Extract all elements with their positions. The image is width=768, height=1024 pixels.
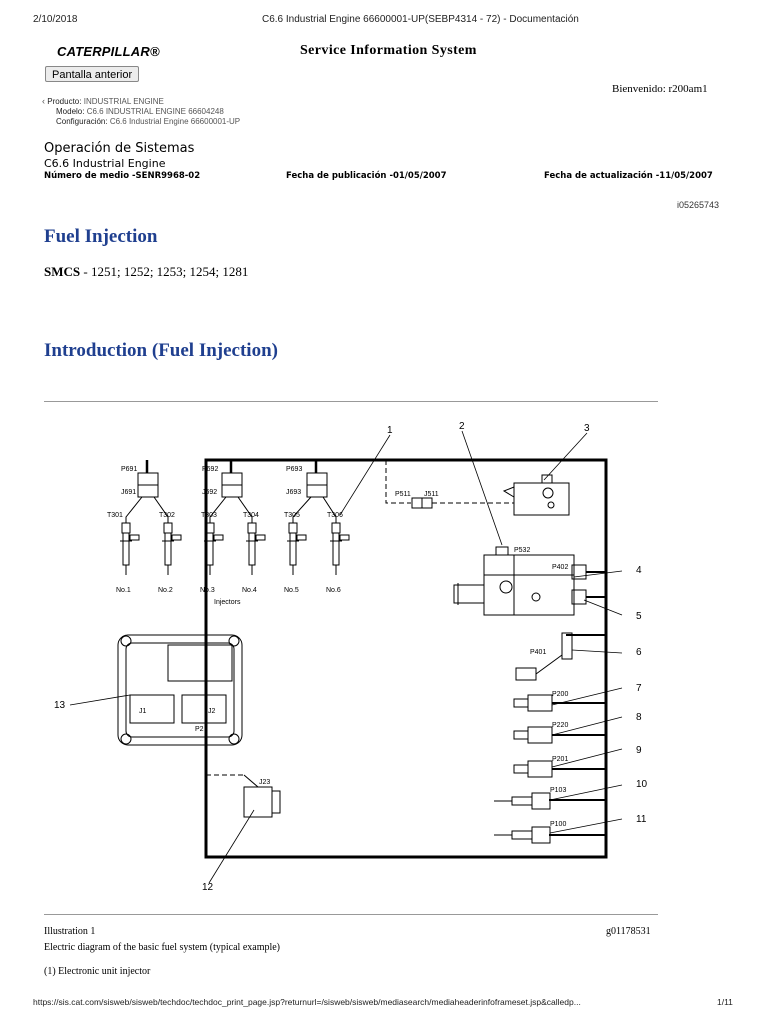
label-p511: P511	[395, 491, 411, 498]
breadcrumb-config: Configuración: C6.6 Industrial Engine 66…	[42, 117, 240, 127]
section-title: Operación de Sistemas	[44, 141, 195, 156]
print-date: 2/10/2018	[33, 14, 78, 25]
product-label: Producto:	[47, 97, 82, 106]
label-p2: P2	[195, 726, 204, 733]
intro-title: Introduction (Fuel Injection)	[44, 340, 278, 361]
model-value: C6.6 INDUSTRIAL ENGINE 66604248	[86, 107, 224, 116]
label-t305: T305	[284, 512, 300, 519]
label-t306: T306	[327, 512, 343, 519]
label-j691: J691	[121, 489, 136, 496]
label-j1: J1	[139, 708, 147, 715]
fuel-system-wiring-diagram: P691 J691 P692 J692 P693 J693 P511 J511 …	[54, 421, 648, 893]
chevron-left-icon: ‹	[42, 96, 45, 106]
callout-13: 13	[54, 700, 66, 711]
label-injectors: Injectors	[214, 599, 241, 606]
publication-date: Fecha de publicación -01/05/2007	[286, 171, 447, 181]
smcs-label: SMCS	[44, 264, 81, 279]
divider-bottom	[44, 914, 658, 915]
system-title: Service Information System	[300, 43, 477, 58]
label-t303: T303	[201, 512, 217, 519]
label-p402: P402	[552, 564, 568, 571]
sensor-3	[502, 474, 570, 516]
label-p532: P532	[514, 547, 530, 554]
callout-10: 10	[636, 779, 648, 790]
document-id: i05265743	[677, 200, 720, 210]
label-j23: J23	[259, 779, 270, 786]
page-title: Fuel Injection	[44, 226, 158, 247]
engine-name: C6.6 Industrial Engine	[44, 157, 166, 170]
injector-connectors	[137, 472, 328, 498]
harness-frame	[204, 458, 608, 859]
illustration-description: Electric diagram of the basic fuel syste…	[44, 942, 281, 953]
label-t304: T304	[243, 512, 259, 519]
label-t302: T302	[159, 512, 175, 519]
breadcrumb-model: Modelo: C6.6 INDUSTRIAL ENGINE 66604248	[42, 107, 240, 117]
page-number: 1/11	[717, 997, 733, 1007]
callout-12: 12	[202, 882, 214, 893]
label-no3: No.3	[200, 587, 215, 594]
back-button[interactable]: Pantalla anterior	[45, 66, 140, 82]
config-label: Configuración:	[56, 117, 108, 126]
label-j2: J2	[208, 708, 216, 715]
label-no6: No.6	[326, 587, 341, 594]
callout-8: 8	[636, 712, 642, 723]
illustration-number: Illustration 1	[44, 926, 96, 937]
label-no5: No.5	[284, 587, 299, 594]
label-t301: T301	[107, 512, 123, 519]
graphic-id: g01178531	[606, 926, 651, 937]
divider-top	[44, 401, 658, 402]
label-p100: P100	[550, 821, 566, 828]
fuel-pump	[453, 546, 587, 616]
ecm	[117, 634, 243, 746]
label-j692: J692	[202, 489, 217, 496]
injectors	[120, 522, 350, 575]
smcs-line: SMCS - 1251; 1252; 1253; 1254; 1281	[44, 264, 248, 280]
callout-9: 9	[636, 745, 642, 756]
label-p693: P693	[286, 466, 302, 473]
callout-3: 3	[584, 423, 590, 434]
label-j693: J693	[286, 489, 301, 496]
label-no2: No.2	[158, 587, 173, 594]
callout-5: 5	[636, 611, 642, 622]
callout-2: 2	[459, 421, 465, 432]
callout-4: 4	[636, 565, 642, 576]
label-no4: No.4	[242, 587, 257, 594]
label-p201: P201	[552, 756, 568, 763]
callout-7: 7	[636, 683, 642, 694]
label-p200: P200	[552, 691, 568, 698]
callout-1: 1	[387, 425, 393, 436]
label-p103: P103	[550, 787, 566, 794]
update-date: Fecha de actualización -11/05/2007	[544, 171, 713, 181]
label-j511: J511	[424, 491, 439, 498]
print-url: https://sis.cat.com/sisweb/sisweb/techdo…	[33, 997, 581, 1007]
label-p401: P401	[530, 649, 546, 656]
label-p220: P220	[552, 722, 568, 729]
caterpillar-logo: CATERPILLAR®	[57, 44, 160, 59]
callout-11: 11	[636, 814, 647, 825]
breadcrumb-product[interactable]: ‹ Producto: INDUSTRIAL ENGINE	[42, 96, 240, 107]
breadcrumb: ‹ Producto: INDUSTRIAL ENGINE Modelo: C6…	[42, 96, 240, 127]
product-value: INDUSTRIAL ENGINE	[83, 97, 164, 106]
smcs-codes: - 1251; 1252; 1253; 1254; 1281	[80, 264, 249, 279]
model-label: Modelo:	[56, 107, 85, 116]
welcome-text: Bienvenido: r200am1	[612, 83, 708, 95]
callout-6: 6	[636, 647, 642, 658]
label-p691: P691	[121, 466, 137, 473]
media-number: Número de medio -SENR9968-02	[44, 171, 201, 181]
callout-item-1: (1) Electronic unit injector	[44, 966, 151, 977]
print-doc-title: C6.6 Industrial Engine 66600001-UP(SEBP4…	[262, 14, 579, 25]
config-value: C6.6 Industrial Engine 66600001-UP	[109, 117, 241, 126]
label-p692: P692	[202, 466, 218, 473]
sensors	[494, 632, 573, 844]
label-no1: No.1	[116, 587, 131, 594]
